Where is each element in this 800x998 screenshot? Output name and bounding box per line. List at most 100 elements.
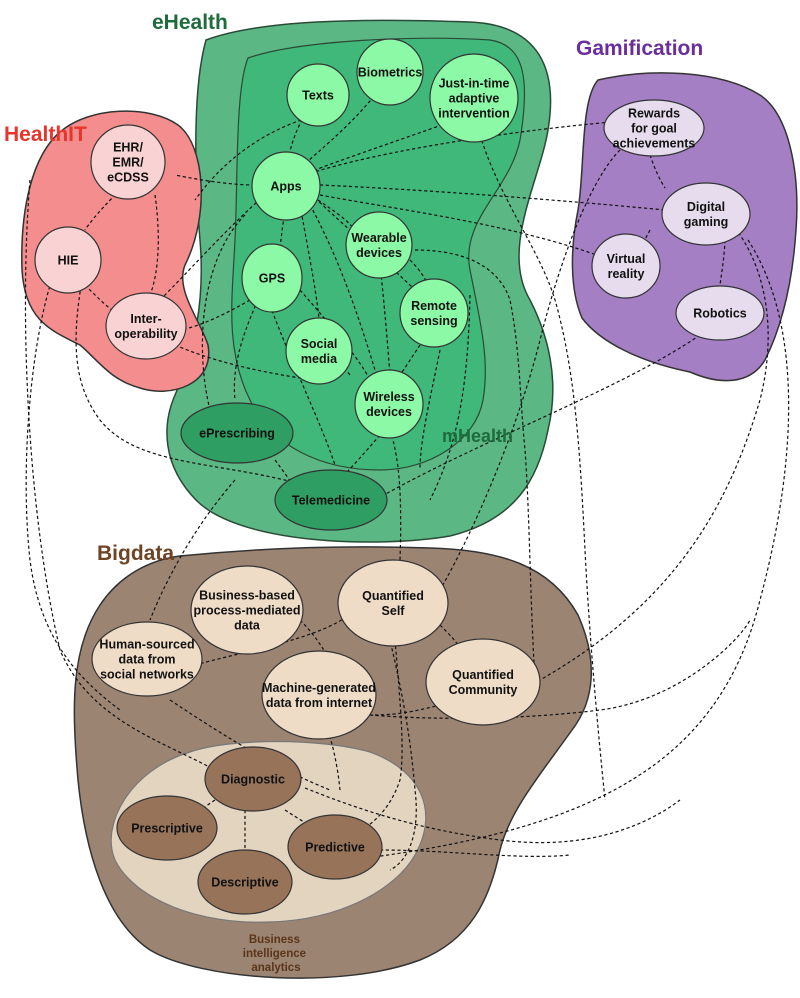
node-prescriptive-label: Prescriptive	[131, 822, 203, 836]
link	[369, 619, 751, 719]
link	[309, 204, 379, 381]
node-hie: HIE	[34, 226, 102, 294]
node-ehr: EHR/EMR/eCDSS	[90, 124, 166, 200]
node-biometrics-label: Biometrics	[358, 66, 423, 80]
node-vr-shape	[591, 233, 661, 299]
bi-caption: Business intelligence analytics	[243, 934, 309, 974]
link	[389, 429, 402, 561]
node-social-label: media	[301, 352, 338, 366]
node-wireless-shape	[354, 369, 424, 439]
bi-caption-line: intelligence	[243, 948, 306, 960]
link	[149, 479, 236, 621]
link	[719, 239, 726, 286]
node-apps-shape	[251, 151, 321, 221]
node-ehr-shape	[90, 124, 166, 200]
node-jit-shape	[429, 53, 519, 143]
link	[25, 269, 121, 711]
node-jit-label: Just-in-time	[439, 77, 510, 91]
node-machine-label: data from internet	[266, 696, 373, 710]
link	[379, 264, 391, 376]
node-qself-label: Quantified	[362, 589, 424, 603]
link	[379, 849, 571, 857]
link	[174, 174, 256, 186]
node-biometrics: Biometrics	[356, 38, 424, 106]
node-gps-label: GPS	[259, 272, 285, 286]
nodes-layer: Texts Biometrics Just-in-timeadaptiveinter…	[34, 38, 765, 915]
node-wearable-label: Wearable	[351, 231, 406, 245]
node-vr-label: Virtual	[607, 252, 646, 266]
link	[24, 179, 216, 771]
link	[419, 349, 441, 471]
node-interop-label: Inter-	[130, 312, 161, 326]
link	[384, 619, 417, 871]
node-eprescribing-label: ePrescribing	[199, 427, 275, 441]
node-diagnostic-label: Diagnostic	[221, 773, 285, 787]
link	[201, 214, 246, 411]
node-machine-shape	[261, 650, 377, 740]
node-diagnostic-shape	[204, 746, 302, 812]
node-rewards-shape	[603, 99, 705, 157]
node-business-label: Business-based	[199, 589, 295, 603]
node-qcomm-label: Quantified	[452, 668, 514, 682]
link	[649, 154, 666, 189]
link	[299, 289, 371, 381]
node-ehr-label: eCDSS	[107, 171, 149, 185]
node-descriptive-label: Descriptive	[211, 876, 278, 890]
node-texts: Texts	[286, 63, 350, 127]
link	[75, 239, 321, 491]
link	[439, 149, 621, 591]
link	[304, 787, 681, 844]
node-predictive-label: Predictive	[305, 841, 365, 855]
node-robotics-label: Robotics	[693, 307, 747, 321]
node-qcomm-shape	[425, 638, 541, 726]
node-telemedicine-label: Telemedicine	[292, 494, 370, 508]
link	[194, 114, 319, 201]
link	[349, 239, 790, 861]
node-interop-shape	[105, 292, 187, 360]
node-rewards-label: Rewards	[628, 107, 680, 121]
node-wearable-label: devices	[356, 246, 402, 260]
node-ehr-label: EHR/	[113, 141, 143, 155]
link	[439, 624, 461, 649]
node-wireless-label: Wireless	[363, 390, 414, 404]
node-interop-label: operability	[114, 327, 177, 341]
node-human-label: Human-sourced	[99, 638, 194, 652]
node-predictive-shape	[287, 814, 383, 880]
node-business-label: data	[234, 619, 261, 633]
link	[319, 184, 666, 211]
node-business-label: process-mediated	[194, 604, 301, 618]
node-ehr-label: EMR/	[112, 156, 144, 170]
node-texts-label: Texts	[302, 89, 334, 103]
node-hie-shape	[34, 226, 102, 294]
node-descriptive-shape	[197, 849, 293, 915]
node-rewards-label: for goal	[631, 122, 677, 136]
gamification-title: Gamification	[576, 37, 703, 60]
link	[233, 299, 259, 401]
link	[159, 194, 266, 301]
node-gaming-label: gaming	[684, 215, 728, 229]
link	[479, 134, 606, 801]
node-social-shape	[285, 317, 353, 385]
node-wearable-shape	[345, 211, 413, 279]
node-business-shape	[190, 565, 304, 655]
node-hie-label: HIE	[58, 254, 79, 268]
node-eprescribing: ePrescribing	[180, 402, 294, 464]
link	[539, 227, 769, 681]
node-descriptive: Descriptive	[197, 849, 293, 915]
node-rewards-label: achievements	[613, 137, 696, 151]
link	[174, 344, 301, 379]
node-robotics: Robotics	[675, 285, 765, 341]
node-human-shape	[91, 621, 203, 697]
ehealth-title: eHealth	[152, 11, 228, 34]
node-qself-shape	[337, 559, 449, 647]
